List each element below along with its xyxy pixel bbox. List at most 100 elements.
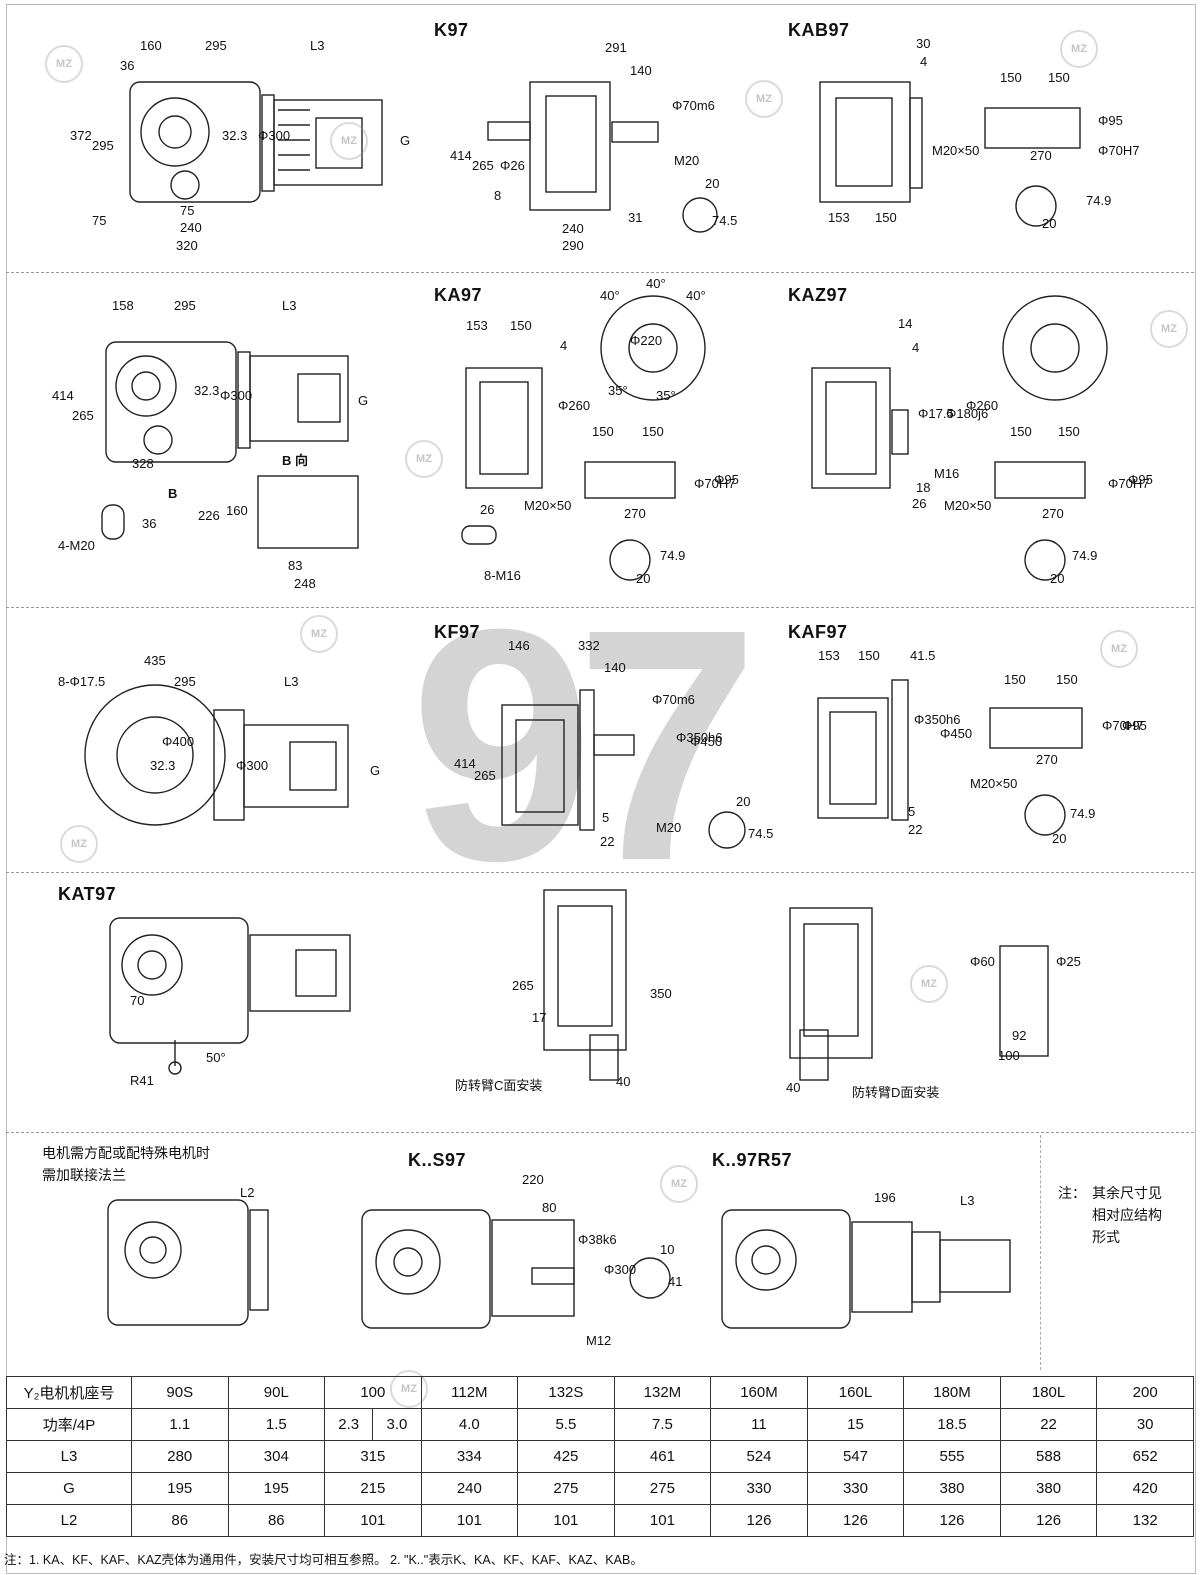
table-cell: 547: [806, 1440, 905, 1473]
logo-watermark-icon: MZ: [60, 825, 98, 863]
table-cell: 275: [613, 1472, 712, 1505]
table-cell: 100: [324, 1376, 422, 1409]
dimension-label: 332: [578, 638, 600, 653]
table-cell: 215: [324, 1472, 422, 1505]
row-header: 功率/4P: [6, 1408, 132, 1441]
dimension-label: Φ70H7: [1098, 143, 1139, 158]
dimension-label: 265: [474, 768, 496, 783]
k97-front-view: [487, 81, 718, 233]
ks97-view: [361, 1209, 671, 1329]
dimension-label: Φ70H7: [694, 476, 735, 491]
dimension-label: Φ300: [604, 1262, 636, 1277]
dimension-label: 372: [70, 128, 92, 143]
table-cell: 126: [710, 1504, 808, 1537]
dimension-label: 295: [174, 674, 196, 689]
dimension-label: 36: [142, 516, 156, 531]
row-divider: [6, 1132, 1194, 1133]
table-cell: 200: [1096, 1376, 1194, 1409]
dimension-label: L2: [240, 1185, 254, 1200]
footnote: 注：1. KA、KF、KAF、KAZ壳体为通用件，安装尺寸均可相互参照。 2. …: [4, 1553, 643, 1567]
table-cell: 126: [903, 1504, 1001, 1537]
logo-watermark-icon: MZ: [1150, 310, 1188, 348]
dimension-label: 4-M20: [58, 538, 95, 553]
dimension-label: 20: [705, 176, 719, 191]
dimension-label: M20×50: [970, 776, 1017, 791]
dimension-label: 320: [176, 238, 198, 253]
dimension-label: Φ300: [236, 758, 268, 773]
row-divider: [6, 872, 1194, 873]
dimension-label: 160: [226, 503, 248, 518]
dimension-label: 291: [605, 40, 627, 55]
title-kr57: K..97R57: [712, 1150, 793, 1170]
table-cell: 86: [131, 1504, 229, 1537]
dimension-label: L3: [284, 674, 298, 689]
dimension-label: Φ220: [630, 333, 662, 348]
dimension-label: L3: [960, 1193, 974, 1208]
kaf97-views: [817, 679, 1083, 836]
table-subcell: 2.3: [325, 1409, 374, 1440]
dimension-label: 30: [916, 36, 930, 51]
table-cell: 330: [806, 1472, 905, 1505]
engineering-drawings: 160295L33637229532.3Φ300G757524032029114…: [52, 36, 1153, 1348]
dimension-label: 140: [630, 63, 652, 78]
dimension-label: Φ400: [162, 734, 194, 749]
dimension-label: 22: [600, 834, 614, 849]
title-kf97: KF97: [434, 622, 481, 642]
dimension-label: 36: [120, 58, 134, 73]
dimension-label: 41.5: [910, 648, 935, 663]
table-cell: 132: [1096, 1504, 1194, 1537]
dimension-label: 20: [736, 794, 750, 809]
dimension-label: 265: [72, 408, 94, 423]
dimension-label: 20: [1050, 571, 1064, 586]
table-cell: 304: [227, 1440, 326, 1473]
note-separator: [1040, 1135, 1041, 1370]
dimension-label: 146: [508, 638, 530, 653]
drawing-sheet: [6, 4, 1196, 1574]
row-divider: [6, 272, 1194, 273]
row-header: G: [6, 1472, 132, 1505]
logo-watermark-icon: MZ: [910, 965, 948, 1003]
d-mount-caption: 防转臂D面安装: [852, 1085, 940, 1100]
dimension-label: 26: [480, 502, 494, 517]
dimension-label: 35°: [656, 388, 676, 403]
logo-watermark-icon: MZ: [300, 615, 338, 653]
dimension-label: 40°: [686, 288, 706, 303]
dimension-label: 75: [180, 203, 194, 218]
b-arrow-label: B: [168, 486, 178, 501]
table-cell: 240: [420, 1472, 519, 1505]
dimension-label: 14: [898, 316, 912, 331]
table-cell: 195: [131, 1472, 229, 1505]
dimension-label: M16: [934, 466, 959, 481]
table-cell: 126: [999, 1504, 1098, 1537]
dimension-label: 8: [494, 188, 501, 203]
dimension-label: 26: [912, 496, 926, 511]
table-cell: 11: [710, 1408, 808, 1441]
table-cell: 101: [517, 1504, 615, 1537]
title-kat97: KAT97: [58, 884, 117, 904]
table-subcell: 3.0: [386, 1416, 408, 1433]
dimension-label: 290: [562, 238, 584, 253]
title-ka97: KA97: [434, 285, 483, 305]
dimension-label: Φ300: [258, 128, 290, 143]
dimension-label: M20: [674, 153, 699, 168]
kf97-front-view: [501, 689, 746, 849]
dimension-label: 150: [642, 424, 664, 439]
dimension-label: 4: [920, 54, 927, 69]
dimension-label: 150: [1048, 70, 1070, 85]
title-ks97: K..S97: [408, 1150, 467, 1170]
table-cell: 112M: [420, 1376, 519, 1409]
table-cell: 86: [227, 1504, 326, 1537]
table-cell: 160L: [806, 1376, 905, 1409]
dimension-label: 295: [174, 298, 196, 313]
dimension-label: 150: [510, 318, 532, 333]
table-cell: 7.5: [613, 1408, 712, 1441]
ka97-side-view: [101, 341, 359, 549]
note-line: 电机需方配或配特殊电机时: [42, 1145, 210, 1161]
dimension-label: Φ260: [558, 398, 590, 413]
dimension-label: 10: [660, 1242, 674, 1257]
size-watermark-numeral: 97: [410, 560, 759, 929]
dimension-label: Φ95: [714, 472, 739, 487]
dimension-label: 40°: [600, 288, 620, 303]
dimension-label: 32.3: [150, 758, 175, 773]
